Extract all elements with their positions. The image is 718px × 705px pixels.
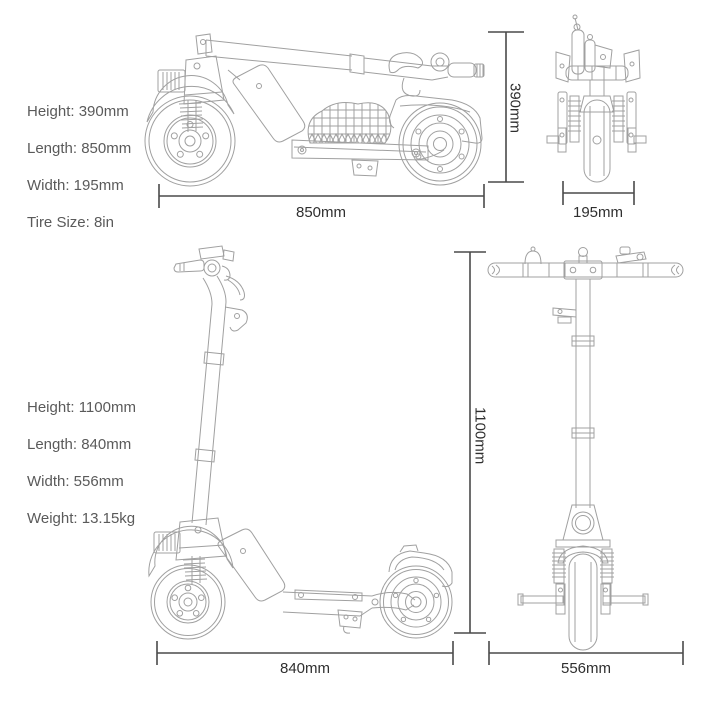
- folded-height-label: 390mm: [506, 82, 524, 134]
- folded-side-view: [144, 33, 485, 187]
- dimension-lines: [156, 31, 684, 665]
- unfolded-width-label: 556mm: [560, 660, 612, 677]
- folded-front-view: [546, 14, 647, 183]
- unfolded-spec-height: Height: 1100mm: [27, 399, 136, 416]
- unfolded-length-label: 840mm: [279, 660, 331, 677]
- folded-length-label: 850mm: [295, 204, 347, 221]
- folded-width-label: 195mm: [572, 204, 624, 221]
- unfolded-front-view: [487, 246, 684, 651]
- unfolded-spec-weight: Weight: 13.15kg: [27, 510, 136, 527]
- folded-spec-tire-size: Tire Size: 8in: [27, 214, 114, 231]
- unfolded-spec-width: Width: 556mm: [27, 473, 124, 490]
- unfolded-side-view: [148, 245, 453, 640]
- folded-spec-length: Length: 850mm: [27, 140, 132, 157]
- folded-spec-width: Width: 195mm: [27, 177, 124, 194]
- unfolded-height-label: 1100mm: [471, 407, 489, 465]
- unfolded-spec-length: Length: 840mm: [27, 436, 132, 453]
- folded-spec-height: Height: 390mm: [27, 103, 129, 120]
